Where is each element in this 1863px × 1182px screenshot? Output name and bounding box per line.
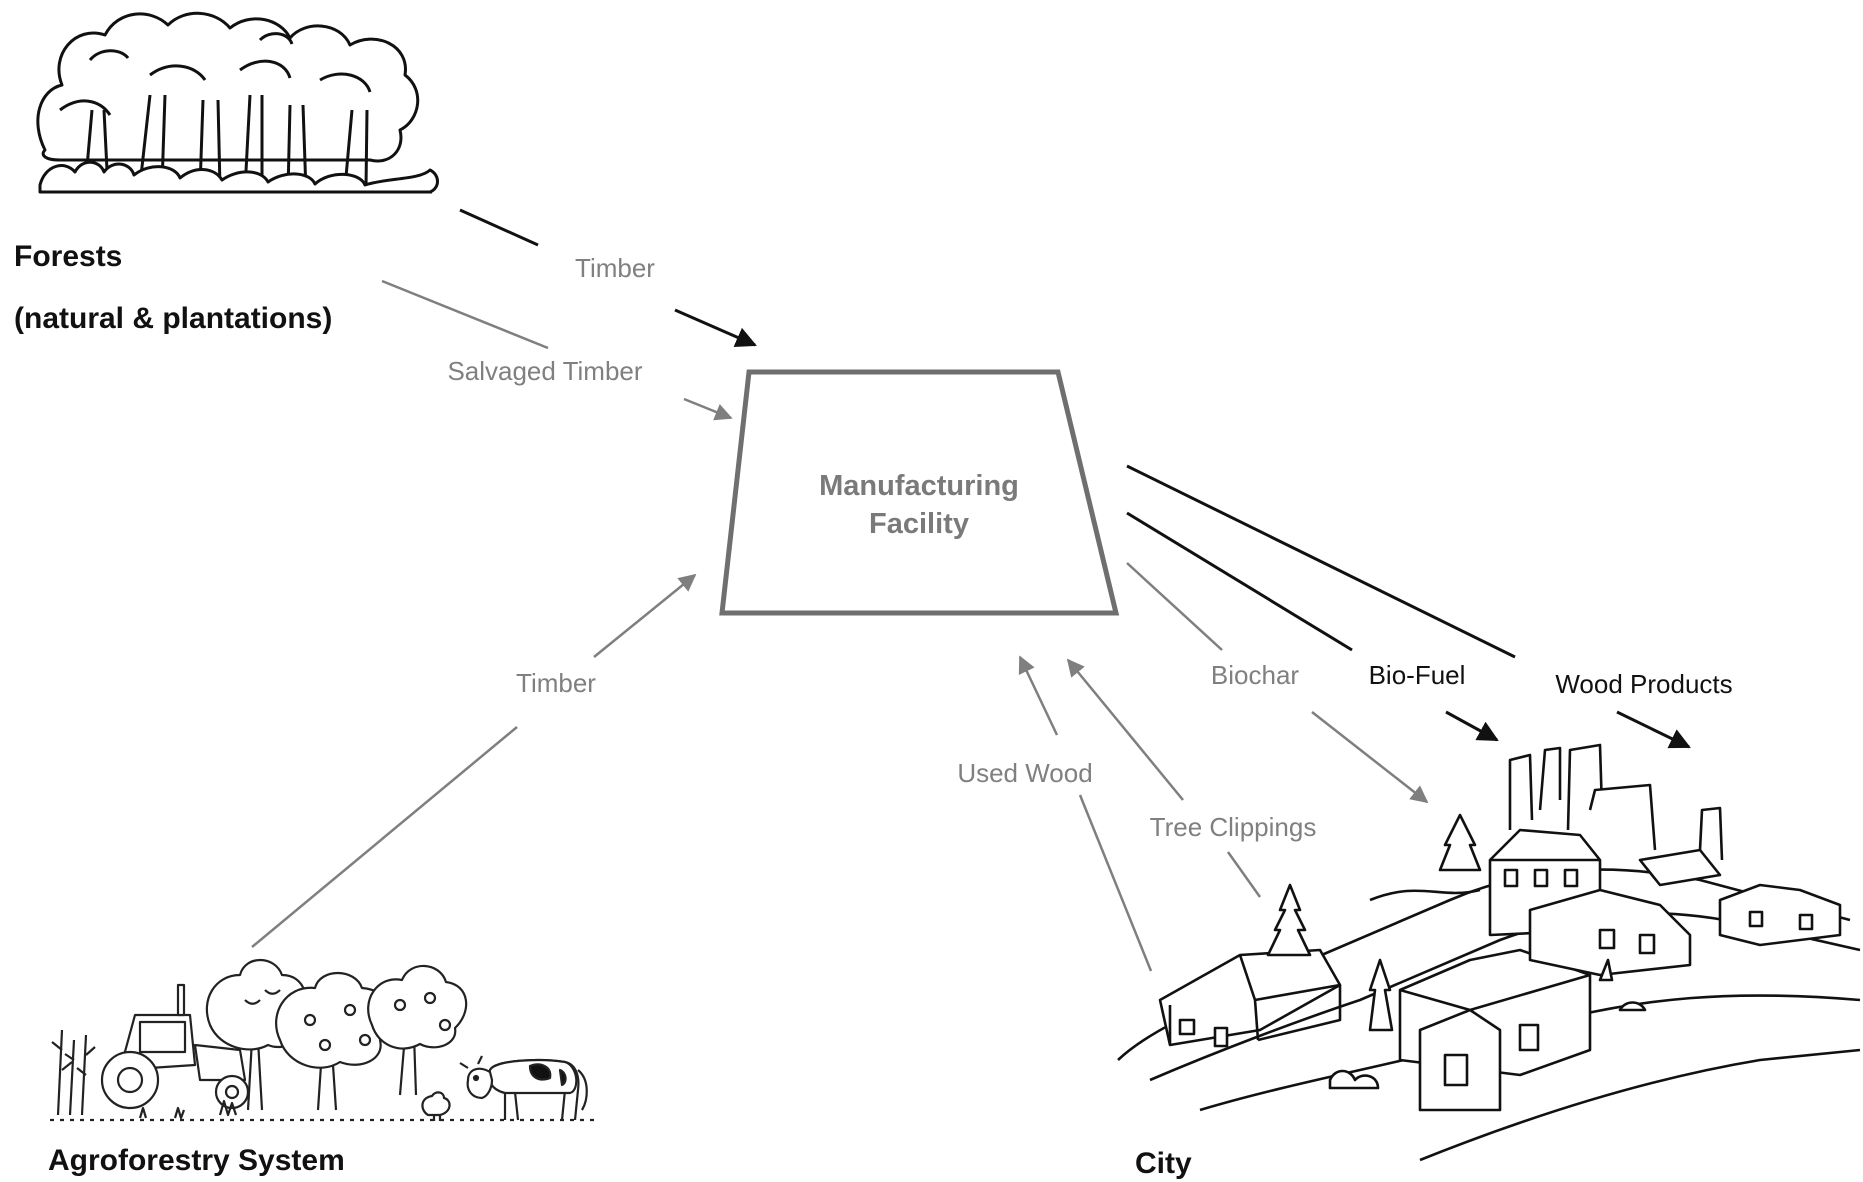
biochar-arrow <box>1311 711 1429 804</box>
flow-label-bio-fuel: Bio-Fuel <box>1369 660 1466 690</box>
wood-products-arrow <box>1616 710 1691 749</box>
bio-fuel-arrow-tail <box>1126 511 1353 652</box>
used-wood-arrow <box>1018 655 1059 736</box>
city-title: City <box>1135 1147 1192 1180</box>
salvaged-timber-arrow-tail <box>381 279 549 350</box>
forests-subtitle: (natural & plantations) <box>14 302 332 335</box>
used-wood-arrow-tail <box>1078 794 1153 972</box>
flow-label-agro-timber: Timber <box>516 668 596 698</box>
tree-clippings-arrow-tail <box>1226 851 1262 898</box>
tree-clippings-arrow <box>1066 658 1184 801</box>
agro-timber-arrow <box>593 573 697 658</box>
manufacturing-facility: Manufacturing Facility <box>719 369 1120 616</box>
bio-fuel-arrow <box>1445 710 1499 742</box>
forest-timber-arrow <box>674 308 757 348</box>
flow-label-wood-products: Wood Products <box>1555 669 1732 699</box>
facility-label-line2: Facility <box>869 508 969 540</box>
agroforestry-illustration <box>50 959 600 1122</box>
flow-label-salvaged-timber: Salvaged Timber <box>447 356 642 386</box>
flow-label-biochar: Biochar <box>1211 660 1299 690</box>
forest-timber-arrow-tail <box>459 208 539 247</box>
flow-label-used-wood: Used Wood <box>957 758 1092 788</box>
salvaged-timber-arrow <box>683 397 733 421</box>
agro-timber-arrow-tail <box>251 726 518 948</box>
agroforestry-title: Agroforestry System <box>48 1144 345 1177</box>
wood-products-arrow-tail <box>1126 464 1516 659</box>
forest-illustration <box>36 11 439 194</box>
city-illustration <box>1117 743 1861 1162</box>
flow-label-forest-timber: Timber <box>575 253 655 283</box>
facility-label-line1: Manufacturing <box>819 470 1019 502</box>
flow-label-tree-clippings: Tree Clippings <box>1150 812 1317 842</box>
forests-title: Forests <box>14 240 122 273</box>
flow-labels: Timber Salvaged Timber Timber Used Wood … <box>447 253 1732 842</box>
biochar-arrow-tail <box>1126 562 1223 651</box>
node-labels: Forests (natural & plantations) Agrofore… <box>14 240 1192 1180</box>
flow-arrows <box>251 208 1691 972</box>
